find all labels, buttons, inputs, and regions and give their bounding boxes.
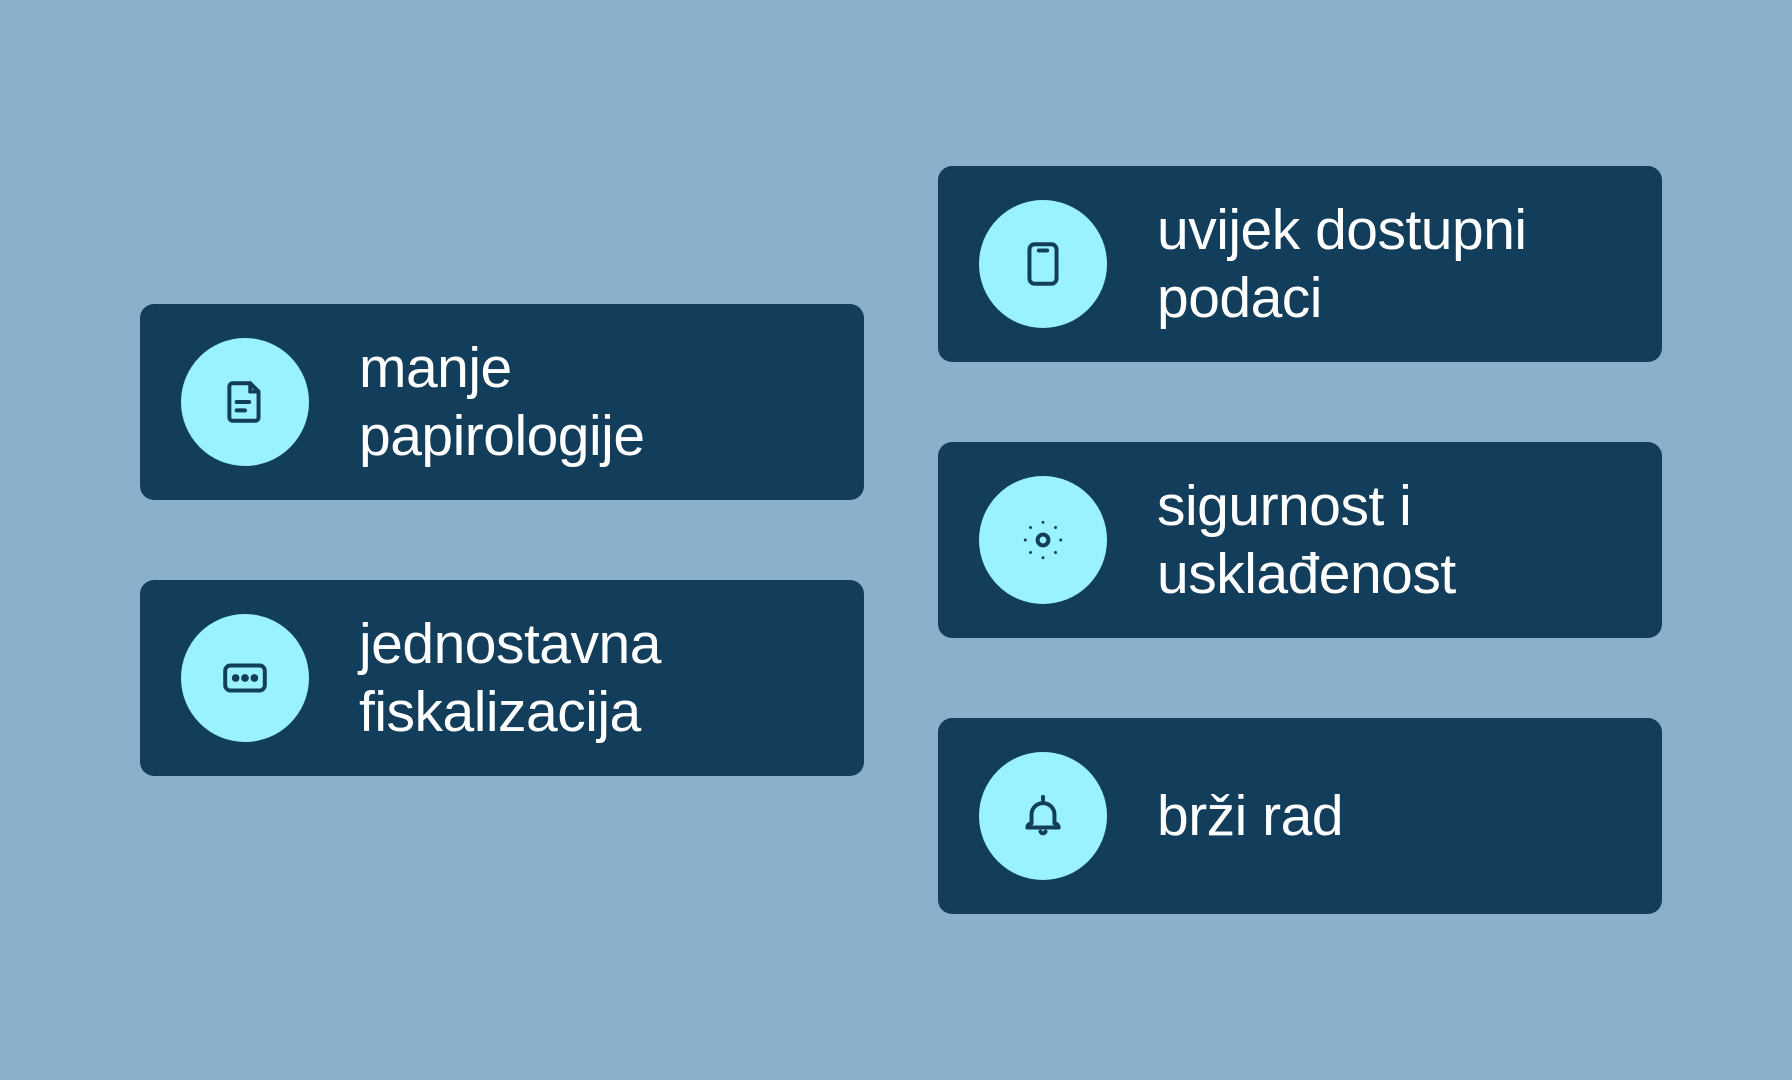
feature-label: brži rad	[1157, 718, 1642, 914]
feature-card-brzi-rad: brži rad	[938, 718, 1662, 914]
document-icon	[227, 381, 261, 423]
bell-icon-badge	[979, 752, 1107, 880]
feature-label-line-2: fiskalizacija	[359, 680, 641, 744]
mobile-device-icon	[1027, 242, 1059, 286]
feature-label: jednostavna fiskalizacija	[359, 580, 844, 776]
security-sparkle-icon-badge	[979, 476, 1107, 604]
feature-label-line-1: manje	[359, 336, 512, 400]
feature-label-line-1: brži rad	[1157, 784, 1344, 848]
cash-register-icon-badge	[181, 614, 309, 742]
feature-label-line-2: papirologije	[359, 404, 645, 468]
mobile-device-icon-badge	[979, 200, 1107, 328]
bell-icon	[1025, 794, 1061, 836]
document-icon-badge	[181, 338, 309, 466]
feature-label-line-1: uvijek dostupni	[1157, 198, 1527, 262]
cash-register-icon	[223, 663, 267, 693]
feature-label: sigurnost i usklađenost	[1157, 442, 1642, 638]
feature-label: manje papirologije	[359, 304, 844, 500]
security-sparkle-icon	[1023, 520, 1063, 560]
feature-card-jednostavna-fiskalizacija: jednostavna fiskalizacija	[140, 580, 864, 776]
feature-label-line-1: sigurnost i	[1157, 474, 1412, 538]
feature-label: uvijek dostupni podaci	[1157, 166, 1642, 362]
feature-card-manje-papirologije: manje papirologije	[140, 304, 864, 500]
feature-label-line-2: podaci	[1157, 266, 1322, 330]
feature-label-line-1: jednostavna	[359, 612, 661, 676]
feature-card-sigurnost-i-uskladenost: sigurnost i usklađenost	[938, 442, 1662, 638]
feature-card-uvijek-dostupni-podaci: uvijek dostupni podaci	[938, 166, 1662, 362]
feature-label-line-2: usklađenost	[1157, 542, 1456, 606]
